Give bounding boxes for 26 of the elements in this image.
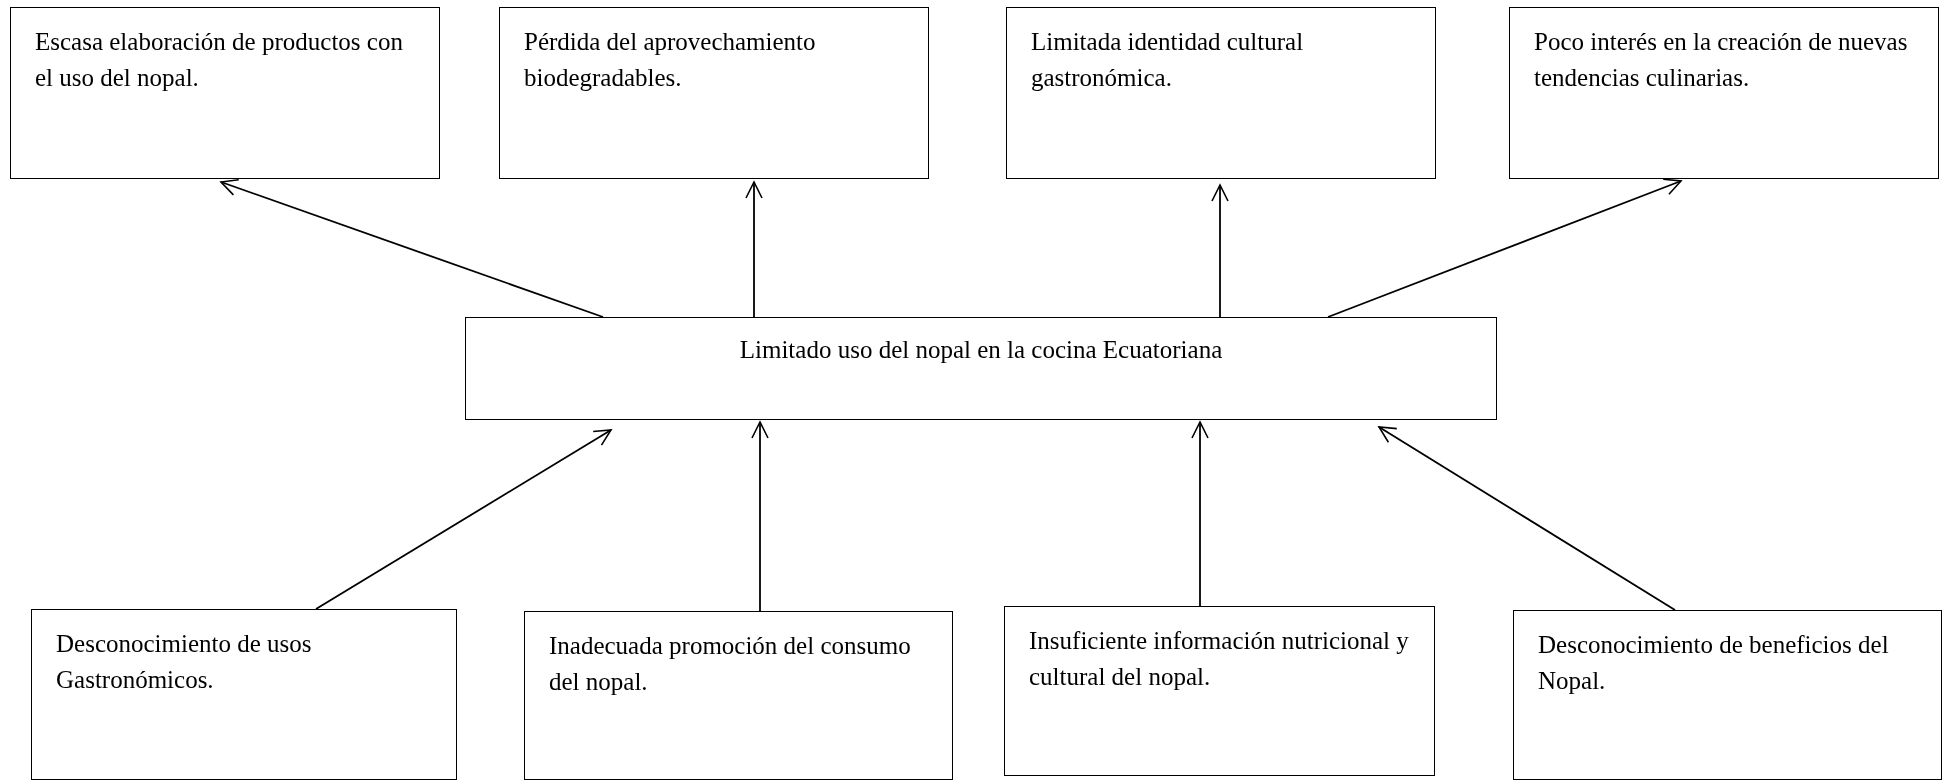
- effect-box: [1006, 7, 1436, 179]
- arrow: [751, 421, 769, 612]
- box-text: Limitado uso del nopal en la cocina Ecuatoriana: [738, 335, 1224, 365]
- box-text: Poco interés en la creación de nuevas tendencias culinarias.: [1534, 27, 1909, 94]
- arrow: [1327, 178, 1682, 318]
- box-text: Insuficiente información nutricional y cultural del nopal.: [1029, 626, 1410, 693]
- box-text: Inadecuada promoción del consumo del nopal.: [549, 631, 912, 698]
- cause-box: [31, 609, 457, 780]
- box-text: Desconocimiento de beneficios del Nopal.: [1538, 630, 1890, 697]
- cause-box: [1004, 606, 1435, 776]
- arrow: [745, 181, 763, 318]
- problem-box: [465, 317, 1497, 420]
- cause-box: [524, 611, 953, 780]
- box-text: Escasa elaboración de productos con el uso del nopal.: [35, 27, 404, 94]
- effect-box: [499, 7, 929, 179]
- arrow: [1211, 184, 1229, 318]
- arrow: [1378, 426, 1676, 611]
- cause-box: [1513, 610, 1942, 780]
- effect-box: [10, 7, 440, 179]
- box-text: Pérdida del aprovechamiento biodegradables.: [524, 27, 817, 94]
- arrow: [220, 179, 604, 318]
- effect-box: [1509, 7, 1939, 179]
- box-text: Desconocimiento de usos Gastronómicos.: [56, 629, 313, 696]
- box-text: Limitada identidad cultural gastronómica.: [1031, 27, 1305, 94]
- arrow: [315, 429, 612, 610]
- arrow: [1191, 421, 1209, 607]
